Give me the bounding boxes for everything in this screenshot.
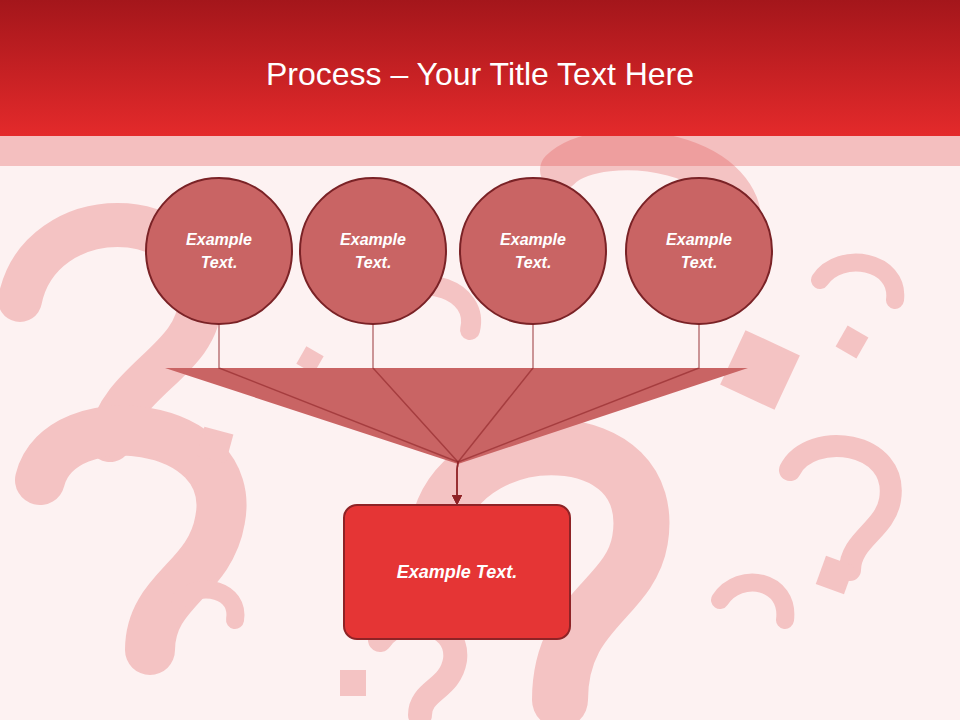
circle-shape — [626, 178, 772, 324]
title-bar — [0, 0, 960, 136]
circle-outline — [145, 177, 293, 325]
merge-connector — [373, 325, 458, 504]
circle-shape — [146, 178, 292, 324]
process-circle: Example Text. — [625, 177, 773, 325]
merge-connector — [457, 325, 699, 504]
title-band — [0, 136, 960, 166]
merge-connector — [219, 325, 458, 504]
process-circle: Example Text. — [459, 177, 607, 325]
node-text: Example Text. — [487, 228, 579, 274]
node-text: Example Text. — [397, 560, 517, 584]
result-box: Example Text. — [343, 504, 571, 640]
question-mark-shapes — [20, 150, 895, 715]
title-text: Process – Your Title Text Here — [0, 52, 960, 96]
circle-shape — [460, 178, 606, 324]
node-text: Example Text. — [173, 228, 265, 274]
circle-outline — [459, 177, 607, 325]
circle-shape — [300, 178, 446, 324]
process-circle: Example Text. — [145, 177, 293, 325]
circle-outline — [299, 177, 447, 325]
merge-connector — [457, 325, 533, 504]
node-text: Example Text. — [653, 228, 745, 274]
process-circle: Example Text. — [299, 177, 447, 325]
circle-outline — [625, 177, 773, 325]
node-text: Example Text. — [327, 228, 419, 274]
